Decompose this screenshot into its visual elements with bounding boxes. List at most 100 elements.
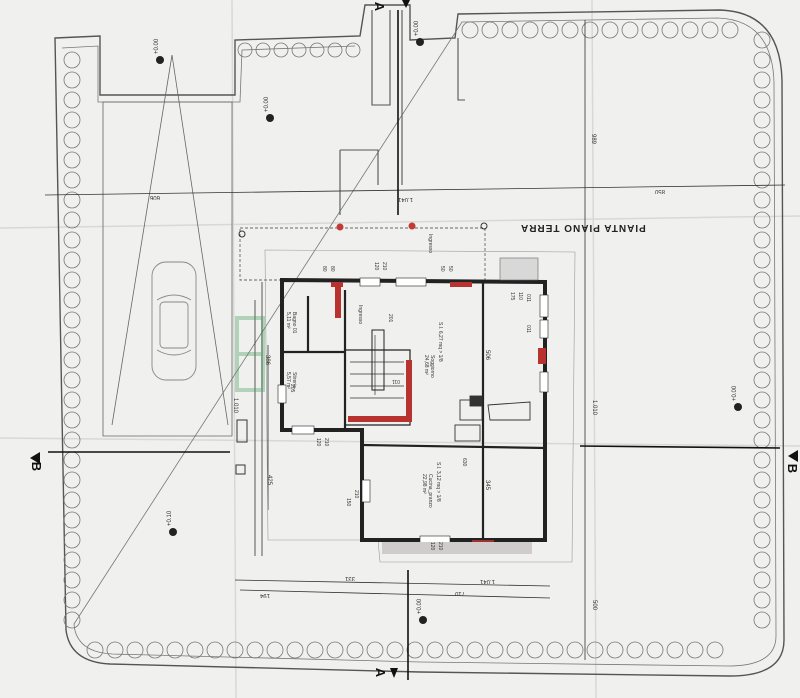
hedge-shrub: [753, 351, 771, 369]
hedge-shrub: [753, 611, 771, 629]
hedge-shrub: [366, 641, 384, 659]
dimension-label: 331: [345, 575, 356, 581]
hedge-shrub: [63, 371, 81, 389]
hedge-shrub: [701, 21, 719, 39]
lot-boundary: [54, 4, 785, 677]
hedge-shrub: [566, 641, 584, 659]
elevation-label: +0.10: [167, 510, 173, 526]
dimension-label: 150: [345, 498, 351, 507]
dimension-label: 345: [484, 480, 490, 491]
hedge-shrub: [661, 21, 679, 39]
hedge-shrub: [546, 641, 564, 659]
hedge-shrub: [63, 311, 81, 329]
paper-fold-line: [231, 0, 237, 698]
window-gaps: [277, 277, 549, 545]
hedge-shrub: [753, 51, 771, 69]
hedge-shrub: [606, 641, 624, 659]
hedge-shrub: [63, 331, 81, 349]
hedge-shrub: [106, 641, 124, 659]
hedge-shrub: [753, 591, 771, 609]
hedge-shrub: [753, 391, 771, 409]
entry-path: [339, 10, 403, 215]
hedge-shrub: [753, 571, 771, 589]
dimension-label: 210: [437, 542, 443, 551]
hedge-row: [63, 21, 771, 659]
hedge-shrub: [753, 371, 771, 389]
hedge-shrub: [237, 42, 253, 58]
hedge-shrub: [63, 471, 81, 489]
hedge-shrub: [63, 191, 81, 209]
hedge-shrub: [753, 411, 771, 429]
ingresso-label-outside: Ingresso: [427, 234, 433, 254]
hedge-shrub: [753, 331, 771, 349]
staircase: [345, 329, 412, 426]
room-name-cucina: Cucina_pranzo: [427, 474, 433, 508]
hedge-shrub: [63, 391, 81, 409]
elevation-label: +0.00: [417, 598, 423, 614]
hedge-shrub: [309, 42, 325, 58]
hedge-shrub: [753, 231, 771, 249]
hedge-shrub: [666, 641, 684, 659]
dimension-label: 506: [484, 350, 490, 361]
dimension-label: 1.010: [591, 400, 597, 416]
hedge-shrub: [753, 111, 771, 129]
step-block: [499, 257, 539, 281]
hedge-shrub: [63, 271, 81, 289]
hedge-shrub: [63, 531, 81, 549]
pavement-outline: [264, 249, 576, 563]
hedge-shrub: [461, 21, 479, 39]
hedge-shrub: [753, 551, 771, 569]
dimension-label: 630: [461, 458, 467, 467]
dimension-label: 1.041: [480, 578, 496, 584]
entry-wall: [457, 38, 465, 101]
hedge-shrub: [345, 42, 361, 58]
dimension-label: 850: [655, 188, 666, 194]
paper-fold-line: [591, 0, 597, 698]
hedge-shrub: [146, 641, 164, 659]
hedge-shrub: [386, 641, 404, 659]
hedge-shrub: [327, 42, 343, 58]
dimension-lines: [44, 20, 786, 660]
hedge-shrub: [541, 21, 559, 39]
dimension-label: 011: [392, 378, 400, 384]
room-name-bagno: Bagno 01: [291, 312, 297, 334]
room-ratio-soggiorno: S.I. 6,27 mq > 1/8: [437, 322, 443, 362]
section-label-a-bottom: A: [373, 667, 389, 678]
hedge-shrub: [753, 471, 771, 489]
hedge-shrub: [621, 21, 639, 39]
paper-fold-line: [0, 215, 800, 229]
hedge-shrub: [63, 491, 81, 509]
hedge-shrub: [63, 351, 81, 369]
dimension-label: 425: [266, 475, 272, 486]
hedge-shrub: [753, 311, 771, 329]
pillar: [235, 464, 246, 475]
hedge-shrub: [206, 641, 224, 659]
dimension-label: 210: [323, 438, 329, 447]
column-marker: [238, 230, 246, 238]
hedge-shrub: [681, 21, 699, 39]
section-label-a-top: A: [372, 1, 388, 12]
hedge-shrub: [481, 21, 499, 39]
section-arrow-a-bottom: [390, 668, 398, 678]
hedge-shrub: [63, 571, 81, 589]
section-arrow-a-top: [402, 0, 410, 8]
hedge-shrub: [63, 211, 81, 229]
hedge-shrub: [586, 641, 604, 659]
hedge-shrub: [63, 411, 81, 429]
hedge-shrub: [326, 641, 344, 659]
elevation-markers: [156, 38, 742, 624]
room-area-cucina: 22,98 m²: [421, 474, 427, 494]
dimension-label: 210: [353, 490, 359, 499]
section-cut-lines: [48, 10, 781, 680]
hedge-shrub: [286, 641, 304, 659]
pavement-strip: [382, 542, 532, 554]
dimension-label: 710: [455, 590, 466, 596]
hedge-shrub: [721, 21, 739, 39]
pillar: [236, 419, 248, 443]
column-marker-red: [336, 223, 344, 231]
hedge-shrub: [753, 491, 771, 509]
paper-fold-line: [0, 437, 800, 447]
hedge-shrub: [63, 51, 81, 69]
dimension-label: 175: [509, 292, 515, 301]
